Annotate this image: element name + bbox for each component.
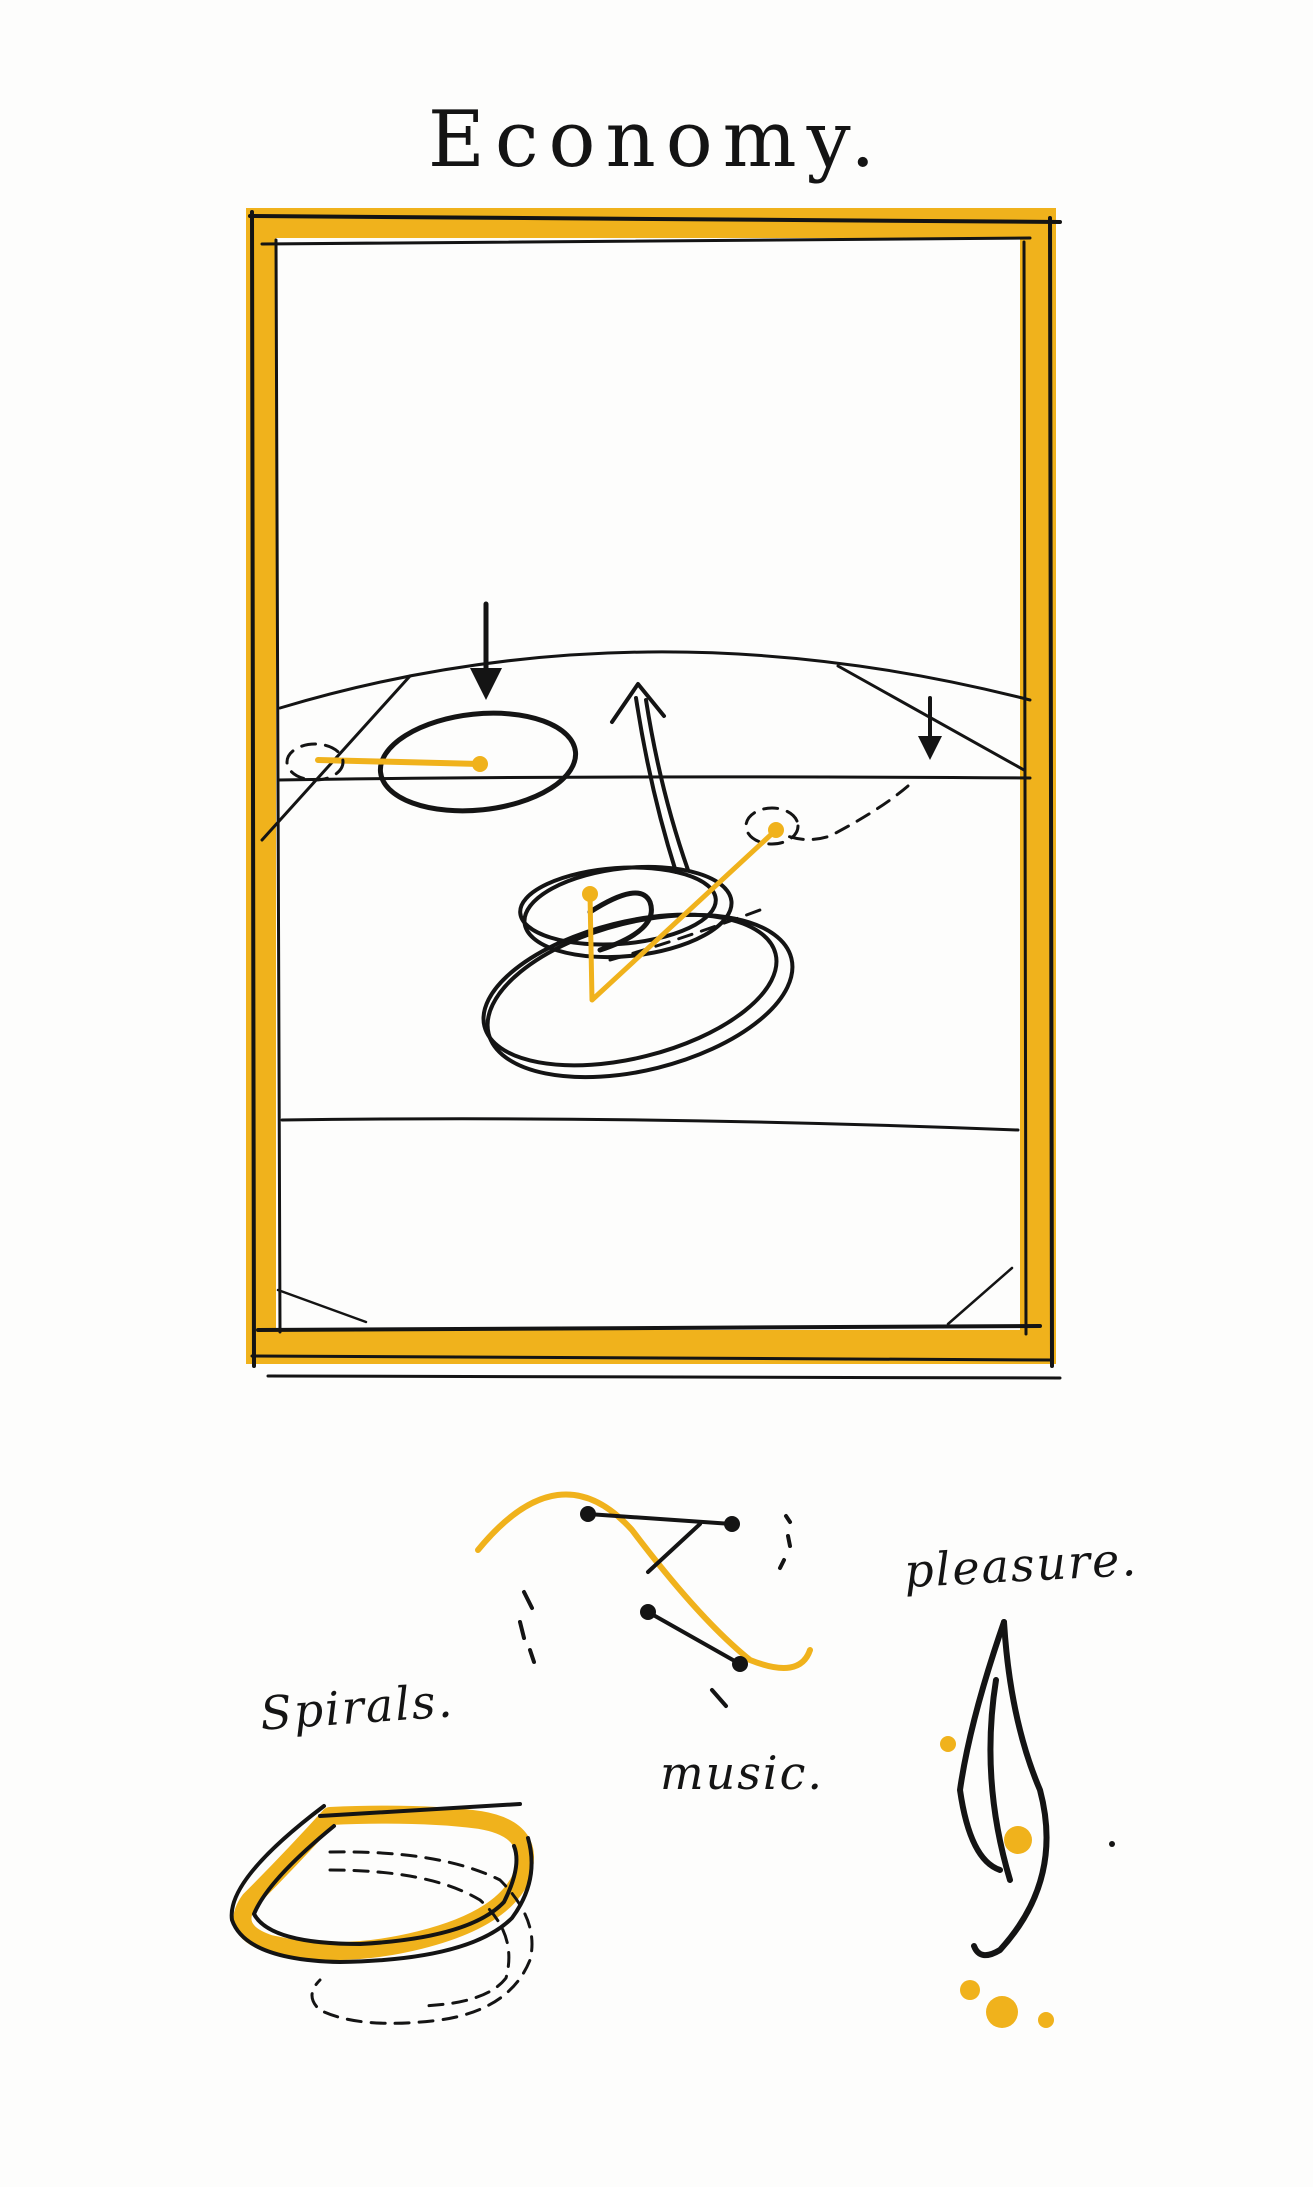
music-glyph [475,1491,813,1708]
top-ellipse-group [285,601,579,814]
spiral-ellipse-group [481,822,795,1080]
spirals-glyph [229,1802,534,2025]
page-title: Economy. [427,95,886,185]
pleasure-glyph [940,1619,1115,2028]
curved-up-arrow [610,682,690,874]
panel-frame [246,208,1062,1380]
right-arrow-trail [744,696,942,846]
label-music: music. [660,1746,824,1800]
